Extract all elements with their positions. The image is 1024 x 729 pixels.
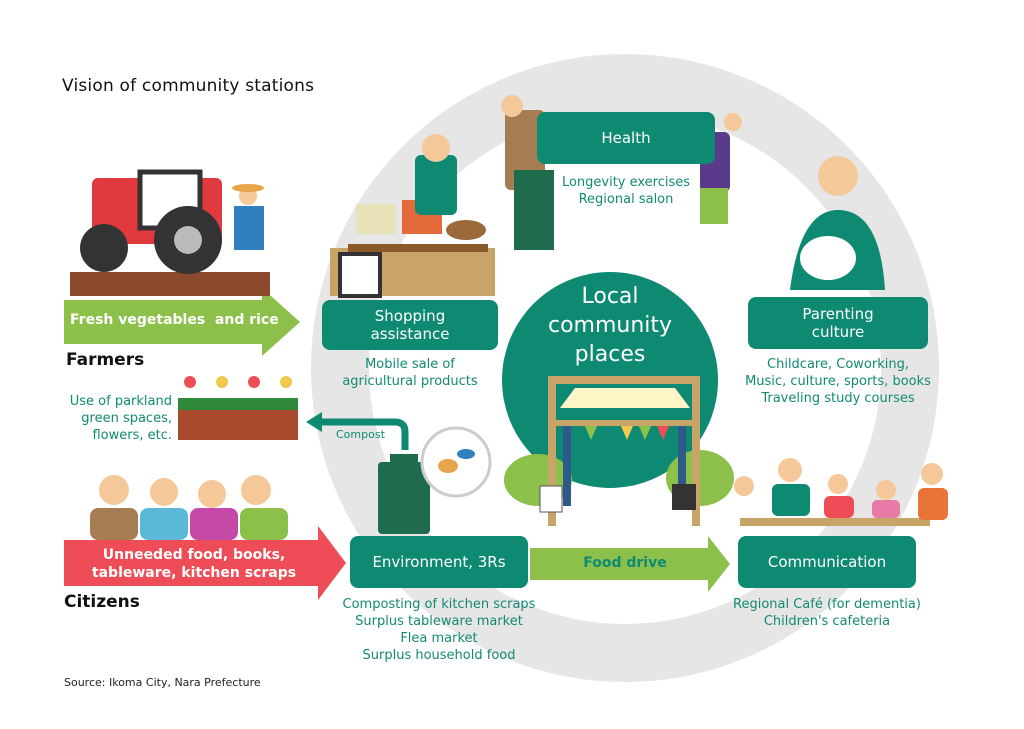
food-drive-arrow	[530, 536, 730, 592]
farmers-arrow	[64, 288, 300, 356]
page-title: Vision of community stations	[62, 76, 315, 96]
vegetable-stand-illustration	[330, 134, 495, 298]
citizens-arrow	[64, 526, 346, 600]
parent-child-illustration	[790, 156, 885, 290]
compost-bin-illustration	[378, 426, 492, 534]
parkland-label: Use of parkland green spaces, flowers, e…	[69, 394, 172, 443]
dining-table-illustration	[734, 458, 948, 526]
source-note: Source: Ikoma City, Nara Prefecture	[64, 676, 261, 689]
compost-arrow	[322, 418, 409, 450]
community-ring	[311, 54, 939, 682]
citizens-arrow-label: Unneeded food, books, tableware, kitchen…	[91, 547, 297, 581]
center-label: Local community places	[547, 284, 673, 367]
food-drive-label: Food drive	[583, 555, 667, 571]
citizens-heading: Citizens	[64, 592, 140, 612]
community-gate-illustration	[504, 376, 734, 526]
parenting-description: Childcare, Coworking, Music, culture, sp…	[745, 357, 931, 406]
shopping-box: Shopping assistance	[322, 300, 498, 350]
shopping-description: Mobile sale of agricultural products	[342, 357, 478, 389]
health-description: Longevity exercises Regional salon	[561, 175, 691, 207]
farmers-heading: Farmers	[66, 350, 145, 370]
health-box: Health	[537, 112, 715, 164]
environment-box: Environment, 3Rs	[350, 536, 528, 588]
flower-planter-illustration	[178, 376, 298, 440]
environment-description: Composting of kitchen scraps Surplus tab…	[342, 597, 536, 663]
communication-box: Communication	[738, 536, 916, 588]
farm-tractor-illustration	[70, 169, 270, 296]
parenting-box: Parenting culture	[748, 297, 928, 349]
communication-description: Regional Café (for dementia) Children's …	[733, 597, 921, 629]
citizens-illustration	[90, 475, 288, 540]
farmers-arrow-label: Fresh vegetables and rice	[70, 312, 279, 328]
compost-label: Compost	[336, 428, 385, 441]
